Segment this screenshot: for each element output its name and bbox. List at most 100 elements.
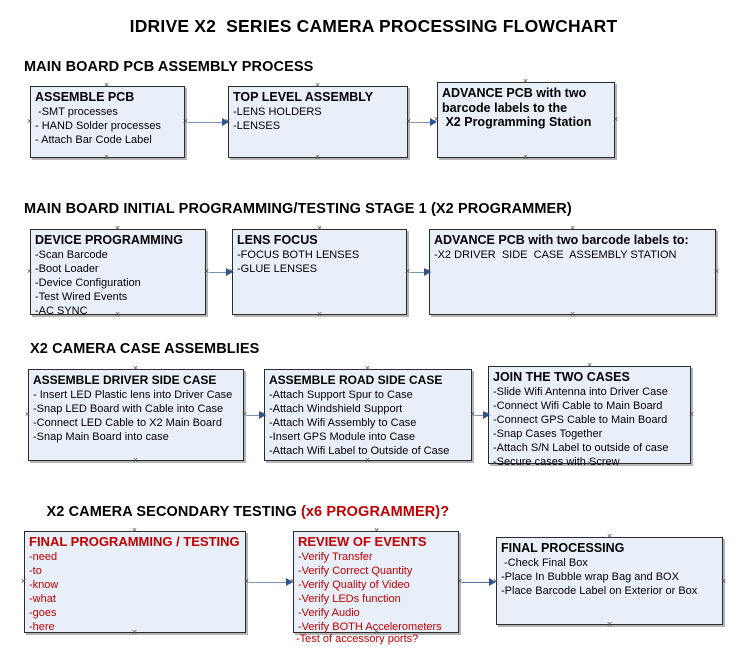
box-join-the-two-cases[interactable]: JOIN THE TWO CASES -Slide Wifi Antenna i…	[488, 366, 691, 468]
box-line: -Verify BOTH Accelerometers	[298, 620, 442, 633]
connector-handle[interactable]	[425, 268, 432, 275]
box-final-programming-testing[interactable]: FINAL PROGRAMMING / TESTING -need -to -k…	[24, 531, 246, 633]
box-heading: FINAL PROCESSING	[501, 541, 625, 555]
connector-handle[interactable]	[241, 411, 248, 418]
connector-handle[interactable]	[404, 268, 411, 275]
connector-handle[interactable]	[522, 78, 529, 85]
connector-handle[interactable]	[522, 154, 529, 161]
connector-handle[interactable]	[314, 82, 321, 89]
section-title-x2-camera-secondary-testing: X2 CAMERA SECONDARY TESTING (x6 PROGRAMM…	[30, 488, 450, 536]
box-top-level-assembly[interactable]: TOP LEVEL ASSEMBLY -LENS HOLDERS -LENSES	[228, 86, 408, 158]
connector-handle[interactable]	[24, 411, 31, 418]
connector-handle[interactable]	[132, 365, 139, 372]
section-title-x2-camera-case-assemblies: X2 CAMERA CASE ASSEMBLIES	[30, 341, 260, 357]
connector-handle[interactable]	[316, 311, 323, 318]
connector-handle[interactable]	[131, 629, 138, 636]
box-final-processing[interactable]: FINAL PROCESSING -Check Final Box -Place…	[496, 537, 723, 625]
box-line: -Place Barcode Label on Exterior or Box	[501, 584, 698, 597]
connector-handle[interactable]	[713, 268, 720, 275]
box-device-programming[interactable]: DEVICE PROGRAMMING -Scan Barcode -Boot L…	[30, 229, 206, 317]
connector-handle[interactable]	[228, 268, 235, 275]
connector-handle[interactable]	[373, 527, 380, 534]
connector-handle[interactable]	[114, 311, 121, 318]
connector-handle[interactable]	[314, 154, 321, 161]
connector-handle[interactable]	[26, 118, 33, 125]
connector-handle[interactable]	[289, 578, 296, 585]
connector-handle[interactable]	[316, 225, 323, 232]
box-line: -Device Configuration	[35, 276, 141, 289]
connector-line	[475, 415, 487, 416]
box-heading: LENS FOCUS	[237, 233, 318, 247]
box-line: -Attach Wifi Label to Outside of Case	[269, 444, 450, 457]
connector-handle[interactable]	[243, 578, 250, 585]
box-line: -LENSES	[233, 119, 281, 132]
connector-handle[interactable]	[132, 457, 139, 464]
connector-handle[interactable]	[405, 118, 412, 125]
connector-handle[interactable]	[569, 225, 576, 232]
box-line: -Verify Quality of Video	[298, 578, 410, 591]
connector-handle[interactable]	[203, 268, 210, 275]
page-title: IDRIVE X2 SERIES CAMERA PROCESSING FLOWC…	[129, 16, 618, 36]
box-line: -SMT processes	[35, 105, 118, 118]
box-heading: ASSEMBLE DRIVER SIDE CASE	[33, 373, 217, 387]
connector-handle[interactable]	[433, 116, 440, 123]
connector-handle[interactable]	[586, 362, 593, 369]
box-line: -AC SYNC	[35, 304, 88, 317]
box-line: -Verify Audio	[298, 606, 360, 619]
section-title-main-board-pcb-assembly: MAIN BOARD PCB ASSEMBLY PROCESS	[24, 59, 314, 75]
connector-line	[462, 582, 492, 583]
connector-handle[interactable]	[456, 578, 463, 585]
box-lens-focus[interactable]: LENS FOCUS -FOCUS BOTH LENSES -GLUE LENS…	[232, 229, 407, 315]
connector-handle[interactable]	[224, 118, 231, 125]
connector-handle[interactable]	[131, 527, 138, 534]
connector-handle[interactable]	[103, 154, 110, 161]
box-assemble-driver-side-case[interactable]: ASSEMBLE DRIVER SIDE CASE - Insert LED P…	[28, 369, 244, 461]
box-heading: JOIN THE TWO CASES	[493, 370, 630, 384]
box-line: -Connect Wifi Cable to Main Board	[493, 399, 663, 412]
box-line: -goes	[29, 606, 57, 619]
box-line: -Slide Wifi Antenna into Driver Case	[493, 385, 668, 398]
box-line: -Check Final Box	[501, 556, 588, 569]
section-title-main-board-initial-programming: MAIN BOARD INITIAL PROGRAMMING/TESTING S…	[24, 201, 572, 217]
box-assemble-road-side-case[interactable]: ASSEMBLE ROAD SIDE CASE -Attach Support …	[264, 369, 472, 461]
box-assemble-pcb[interactable]: ASSEMBLE PCB -SMT processes - HAND Solde…	[30, 86, 185, 158]
connector-handle[interactable]	[260, 411, 267, 418]
connector-line	[188, 122, 225, 123]
connector-handle[interactable]	[586, 460, 593, 467]
box-line: -X2 DRIVER SIDE CASE ASSEMBLY STATION	[434, 248, 677, 261]
box-line: -Snap Cases Together	[493, 427, 603, 440]
box-heading: DEVICE PROGRAMMING	[35, 233, 183, 247]
connector-handle[interactable]	[20, 578, 27, 585]
section-title-accent: (x6 PROGRAMMER)?	[300, 504, 450, 520]
box-advance-pcb-programming-station[interactable]: ADVANCE PCB with two barcode labels to t…	[437, 82, 615, 158]
box-line: -Secure cases with Screw	[493, 455, 620, 468]
connector-handle[interactable]	[606, 621, 613, 628]
box-advance-pcb-driver-side-case[interactable]: ADVANCE PCB with two barcode labels to: …	[429, 229, 716, 315]
connector-handle[interactable]	[364, 365, 371, 372]
box-line: - Attach Bar Code Label	[35, 133, 152, 146]
box-line: -Snap LED Board with Cable into Case	[33, 402, 224, 415]
connector-handle[interactable]	[26, 268, 33, 275]
box-line: -Connect GPS Cable to Main Board	[493, 413, 668, 426]
box-review-of-events[interactable]: REVIEW OF EVENTS -Verify Transfer -Verif…	[293, 531, 459, 633]
connector-handle[interactable]	[103, 82, 110, 89]
connector-handle[interactable]	[484, 411, 491, 418]
connector-handle[interactable]	[182, 118, 189, 125]
connector-handle[interactable]	[612, 116, 619, 123]
box-line: -Attach Support Spur to Case	[269, 388, 413, 401]
connector-line	[410, 272, 427, 273]
box-line: -Verify Transfer	[298, 550, 373, 563]
connector-handle[interactable]	[364, 457, 371, 464]
connector-handle[interactable]	[114, 225, 121, 232]
box-line: -Insert GPS Module into Case	[269, 430, 416, 443]
connector-line	[249, 582, 289, 583]
box-line: -Place In Bubble wrap Bag and BOX	[501, 570, 679, 583]
connector-handle[interactable]	[569, 311, 576, 318]
connector-handle[interactable]	[469, 411, 476, 418]
connector-handle[interactable]	[606, 533, 613, 540]
connector-handle[interactable]	[688, 411, 695, 418]
connector-handle[interactable]	[720, 578, 727, 585]
connector-handle[interactable]	[492, 578, 499, 585]
box-line: -Scan Barcode	[35, 248, 108, 261]
box-heading: REVIEW OF EVENTS	[298, 534, 427, 549]
